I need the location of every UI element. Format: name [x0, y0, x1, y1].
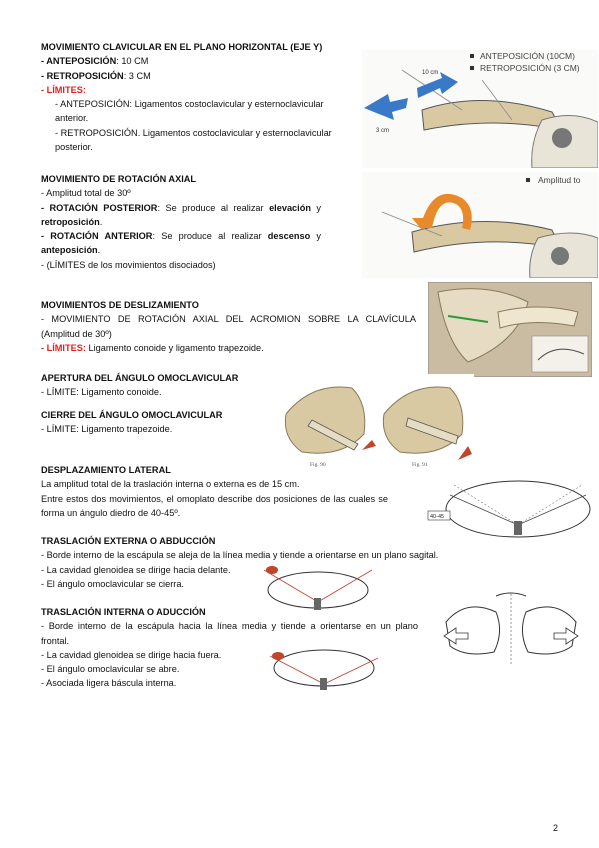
adduction-illustration — [269, 649, 379, 690]
heading-angle-opening: APERTURA DEL ÁNGULO OMOCLAVICULAR — [41, 373, 239, 383]
section-lateral-displacement: DESPLAZAMIENTO LATERAL La amplitud total… — [41, 465, 388, 518]
svg-text:RETROPOSICIÓN (3 CM): RETROPOSICIÓN (3 CM) — [480, 63, 580, 73]
acromion-photo-illustration — [427, 281, 593, 378]
retroposition-arrow-icon — [364, 94, 408, 120]
heading-angle-closing: CIERRE DEL ÁNGULO OMOCLAVICULAR — [41, 410, 223, 420]
limits-label: - LÍMITES: — [41, 84, 86, 95]
page-number: 2 — [553, 823, 559, 833]
clavicle-horizontal-illustration: 10 cm 3 cm ANTEPOSICIÓN (10CM) RETROPOSI… — [362, 50, 599, 169]
back-view-illustration — [443, 592, 579, 664]
section-sliding: MOVIMIENTOS DE DESLIZAMIENTO - MOVIMIENT… — [41, 300, 416, 353]
section-axial-rotation: MOVIMIENTO DE ROTACIÓN AXIAL - Amplitud … — [41, 174, 322, 270]
heading-clavicle-horizontal: MOVIMIENTO CLAVICULAR EN EL PLANO HORIZO… — [41, 42, 323, 52]
svg-text:Fig. 91: Fig. 91 — [412, 462, 428, 468]
section-angle-closing: CIERRE DEL ÁNGULO OMOCLAVICULAR - LÍMITE… — [41, 408, 281, 437]
section-angle-opening: APERTURA DEL ÁNGULO OMOCLAVICULAR - LÍMI… — [41, 371, 281, 400]
anteposition-arrow-icon — [417, 72, 458, 98]
dihedral-angle-illustration: 40-45 — [427, 480, 591, 538]
figure-clavicle-horizontal: 10 cm 3 cm ANTEPOSICIÓN (10CM) RETROPOSI… — [362, 50, 599, 169]
axial-rotation-illustration: Amplitud to — [362, 172, 599, 279]
arrow-left-icon — [443, 627, 469, 645]
figure-axial-rotation: Amplitud to — [362, 172, 599, 279]
figure-back-view — [436, 592, 586, 664]
bullet-icon — [470, 54, 474, 58]
section-external-translation: TRASLACIÓN EXTERNA O ABDUCCIÓN - Borde i… — [41, 534, 511, 591]
svg-text:Amplitud to: Amplitud to — [538, 175, 581, 185]
heading-lateral-displacement: DESPLAZAMIENTO LATERAL — [41, 465, 171, 475]
bullet-icon — [526, 178, 530, 182]
svg-text:10 cm: 10 cm — [422, 70, 438, 76]
svg-text:40-45: 40-45 — [430, 514, 444, 520]
abduction-illustration — [263, 566, 373, 610]
section-internal-translation: TRASLACIÓN INTERNA O ADUCCIÓN - Borde in… — [41, 607, 418, 689]
figure-abduction — [258, 562, 378, 614]
arrow-icon — [362, 440, 376, 450]
figure-acromion — [427, 281, 593, 378]
heading-internal-translation: TRASLACIÓN INTERNA O ADUCCIÓN — [41, 607, 206, 617]
rotation-arrow-icon — [420, 193, 472, 230]
arrow-icon — [458, 446, 472, 460]
bullet-icon — [470, 66, 474, 70]
figure-adduction — [262, 640, 382, 694]
svg-text:3 cm: 3 cm — [376, 128, 389, 134]
heading-external-translation: TRASLACIÓN EXTERNA O ABDUCCIÓN — [41, 536, 216, 546]
heading-sliding: MOVIMIENTOS DE DESLIZAMIENTO — [41, 300, 199, 310]
heading-axial-rotation: MOVIMIENTO DE ROTACIÓN AXIAL — [41, 174, 196, 184]
figure-omoclavicular-angle: Fig. 90 Fig. 91 — [272, 374, 474, 472]
svg-text:ANTEPOSICIÓN (10CM): ANTEPOSICIÓN (10CM) — [480, 51, 575, 61]
arrow-right-icon — [553, 627, 579, 645]
figure-dihedral-angle: 40-45 — [424, 465, 596, 543]
omoclavicular-angle-illustration: Fig. 90 Fig. 91 — [272, 374, 474, 472]
svg-text:Fig. 90: Fig. 90 — [310, 462, 326, 468]
section-clavicle-horizontal: MOVIMIENTO CLAVICULAR EN EL PLANO HORIZO… — [41, 40, 356, 154]
